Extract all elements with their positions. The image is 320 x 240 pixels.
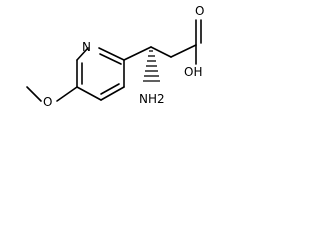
bond-c4-c5	[76, 86, 102, 101]
pyridine-ring	[76, 47, 125, 101]
hydroxyl-label: OH	[184, 65, 202, 79]
carbonyl-oxygen-label: O	[195, 4, 204, 18]
bond-c3-stereocenter	[123, 46, 152, 61]
bond-c6-o	[56, 86, 78, 102]
bond-ch2-carboxyl	[170, 44, 197, 58]
methoxy-group	[26, 86, 78, 102]
bond-c3-c4-double	[100, 83, 120, 95]
amine-label: NH2	[139, 92, 165, 106]
bond-c3-c4	[100, 86, 125, 101]
molecule-svg: N O O OH NH2	[26, 4, 204, 109]
bond-o-ch3	[26, 86, 42, 102]
bond-c6-n1	[76, 47, 89, 61]
bond-stereocenter-ch2	[150, 46, 172, 58]
stereo-hash-bond	[143, 50, 160, 82]
ether-oxygen-label: O	[43, 95, 52, 109]
bond-n1-c2	[98, 47, 125, 61]
chemical-structure-diagram: N O O OH NH2	[0, 0, 281, 123]
bond-n1-c2-double	[99, 53, 122, 65]
amino-acid-side-chain	[123, 19, 202, 65]
ring-nitrogen-label: N	[82, 40, 91, 54]
